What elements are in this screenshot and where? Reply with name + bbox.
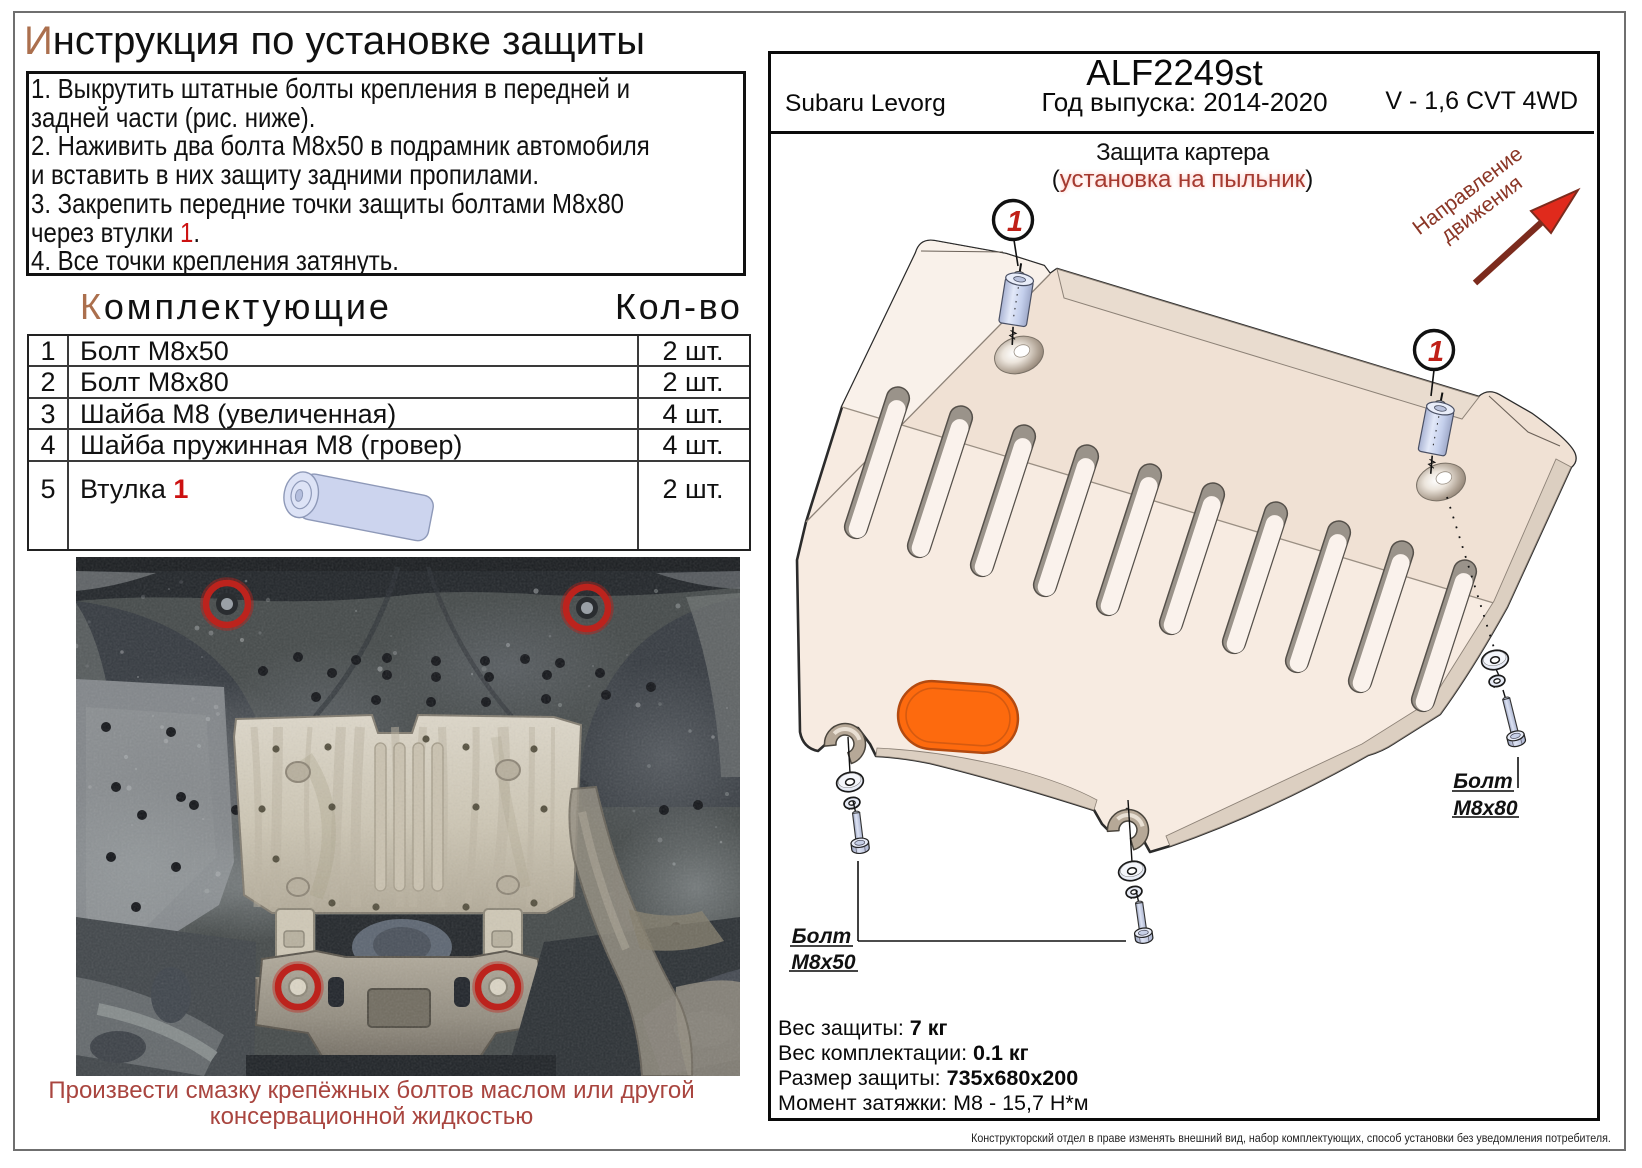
svg-text:1: 1 <box>1007 206 1023 238</box>
svg-text:1: 1 <box>1428 336 1444 368</box>
